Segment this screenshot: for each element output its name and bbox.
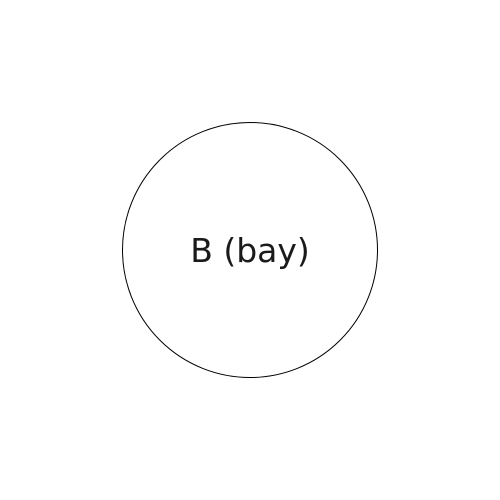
circle-node (122, 122, 378, 378)
